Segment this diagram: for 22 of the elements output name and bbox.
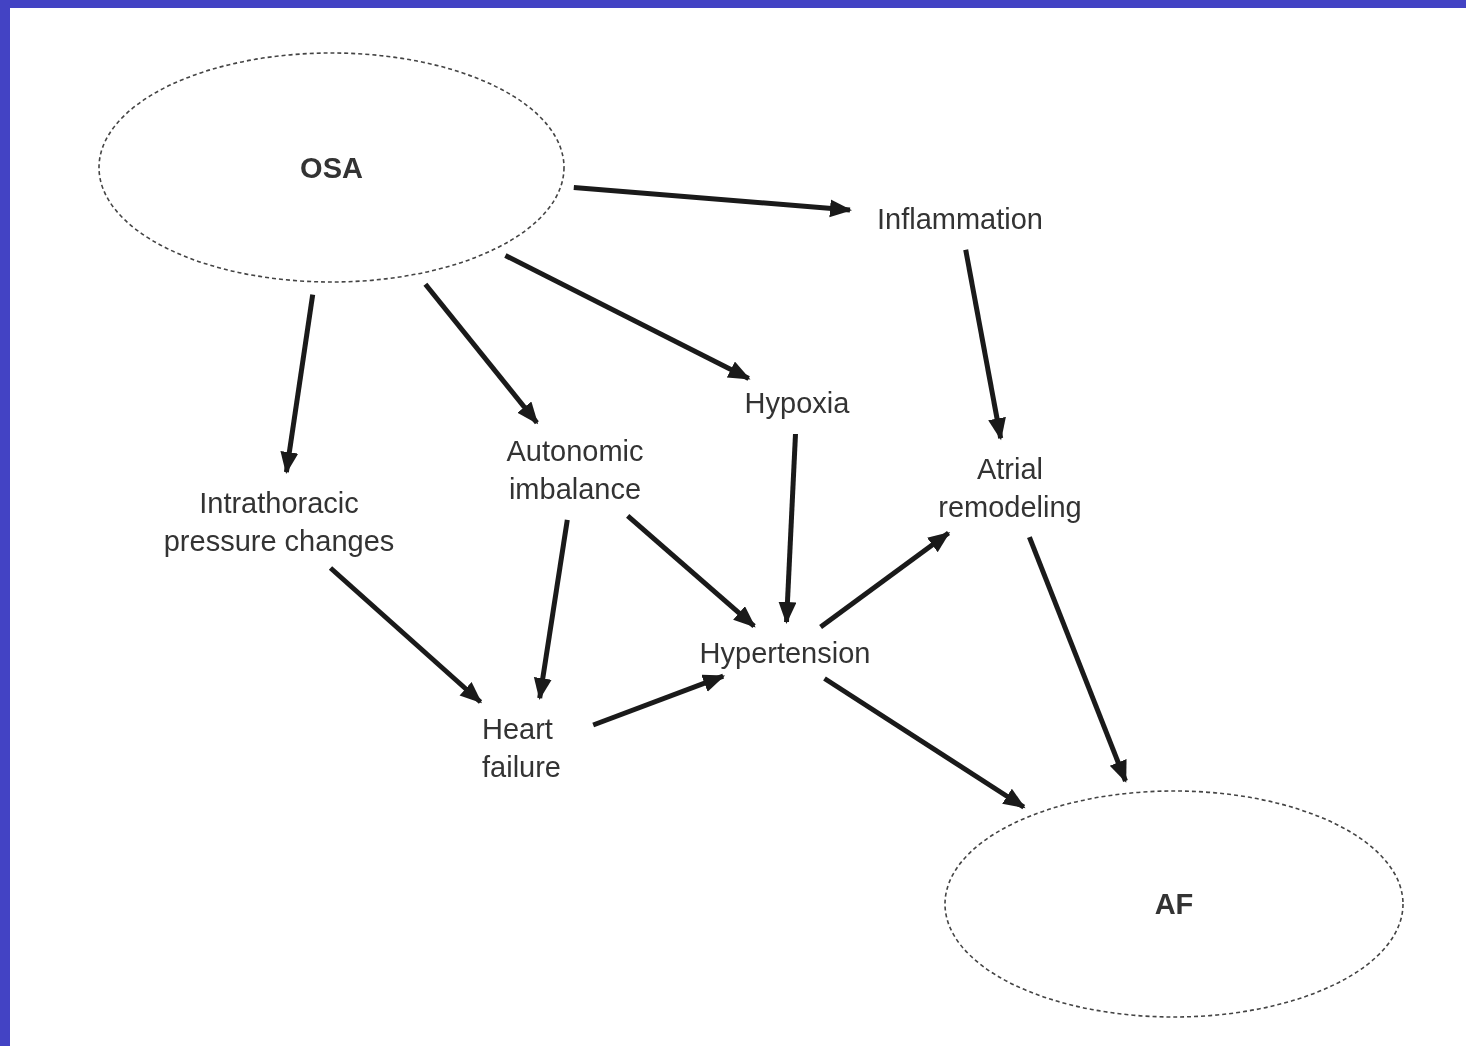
node-label: AF bbox=[1153, 887, 1195, 922]
node-label: Intrathoracic pressure changes bbox=[148, 484, 410, 560]
arrow bbox=[573, 184, 852, 218]
arrow bbox=[1027, 536, 1128, 783]
arrow bbox=[819, 531, 951, 629]
node-label: Atrial remodeling bbox=[925, 450, 1095, 526]
arrow bbox=[423, 282, 539, 425]
arrow bbox=[963, 249, 1006, 441]
node-label: Heart failure bbox=[482, 710, 582, 786]
arrow bbox=[328, 566, 483, 704]
node-label: Hypoxia bbox=[732, 384, 862, 422]
arrow bbox=[823, 676, 1026, 810]
arrow bbox=[533, 519, 570, 701]
node-label: Hypertension bbox=[685, 634, 885, 672]
arrow bbox=[280, 294, 316, 475]
arrow bbox=[592, 673, 726, 728]
arrow bbox=[778, 433, 798, 624]
arrow bbox=[504, 253, 751, 381]
node-label: OSA bbox=[299, 150, 364, 186]
node-label: Inflammation bbox=[862, 200, 1058, 238]
arrow bbox=[626, 514, 756, 628]
node-label: Autonomic imbalance bbox=[492, 432, 658, 508]
